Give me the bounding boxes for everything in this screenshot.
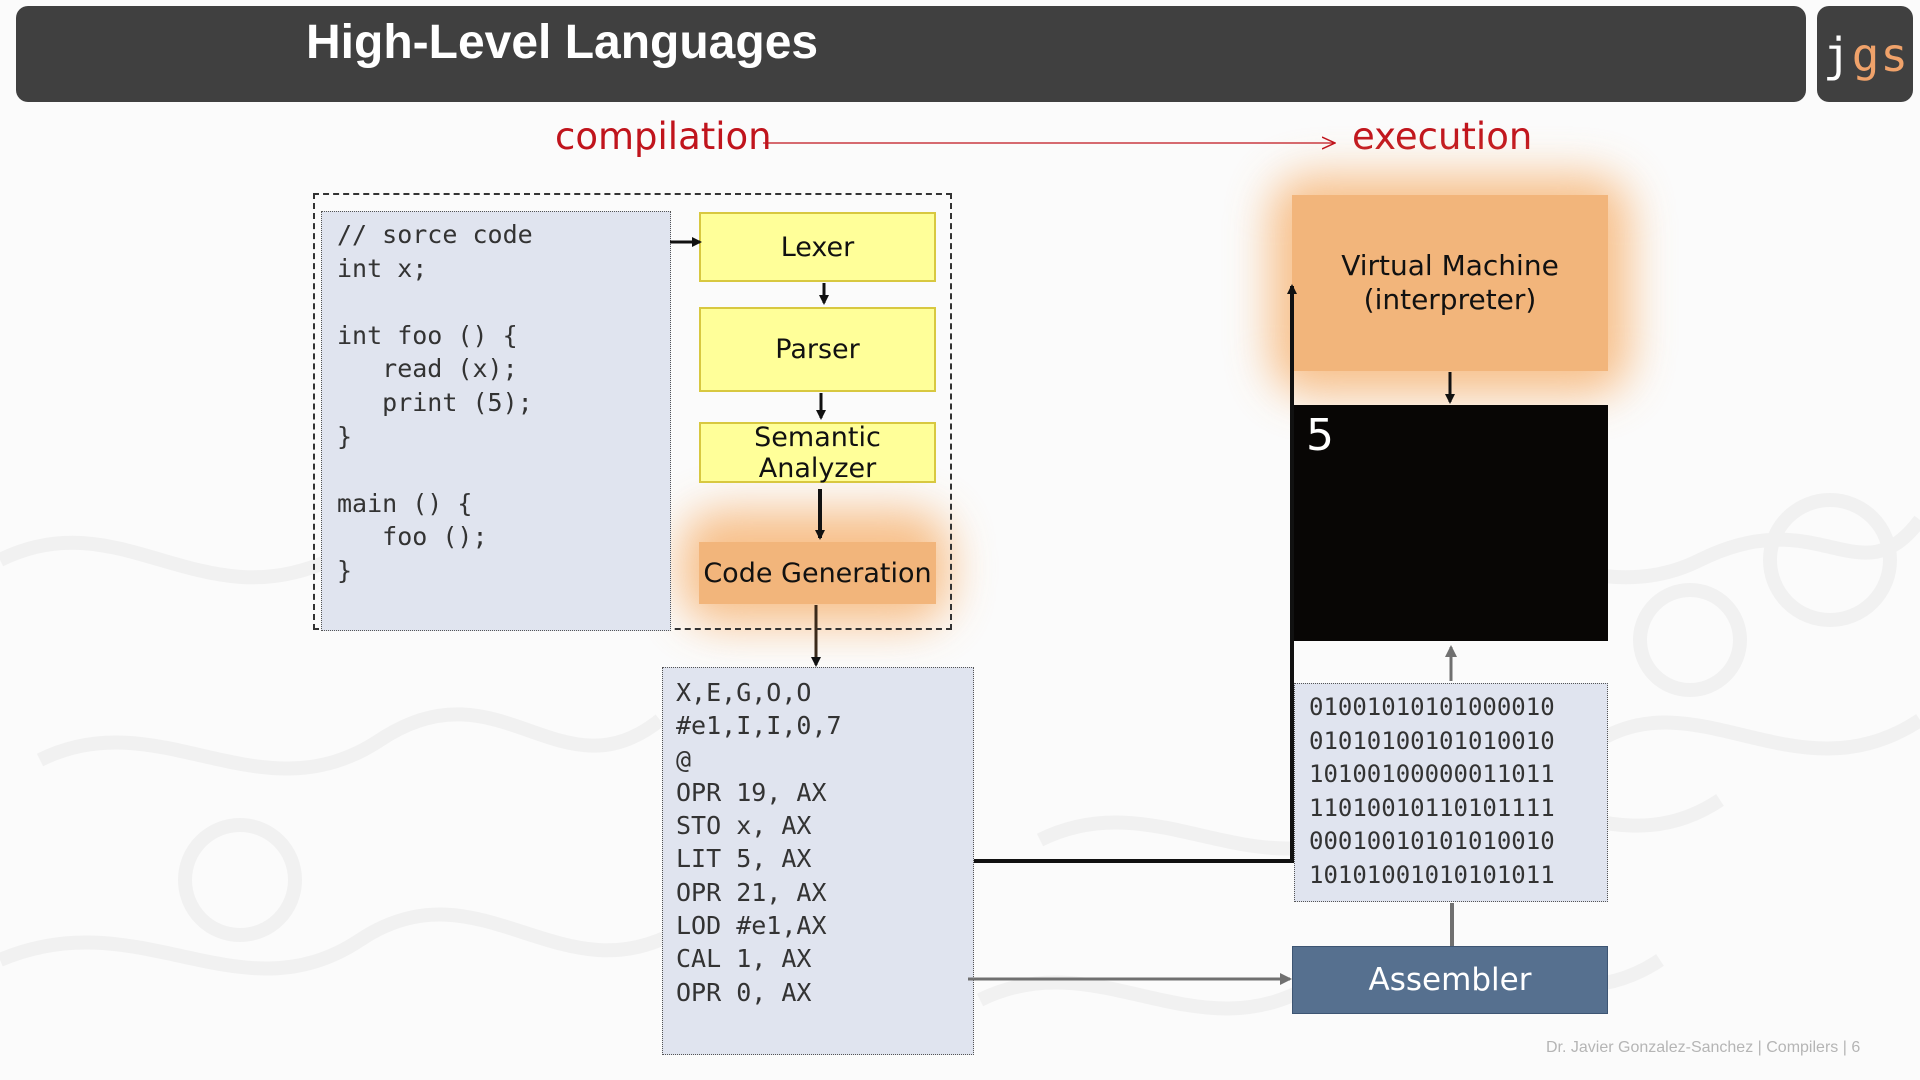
- vm-label-line2: (interpreter): [1363, 283, 1537, 316]
- logo-gs: gs: [1851, 28, 1910, 82]
- intermediate-code-line: LIT 5, AX: [676, 844, 812, 874]
- source-code-line: int foo () {: [337, 320, 518, 350]
- logo-j: j: [1823, 28, 1852, 82]
- assembler-block: Assembler: [1292, 946, 1608, 1014]
- intermediate-code-line: OPR 19, AX: [676, 777, 827, 807]
- intermediate-code-line: CAL 1, AX: [676, 944, 812, 974]
- intermediate-code-line: STO x, AX: [676, 811, 812, 841]
- intermediate-code-line: LOD #e1,AX: [676, 911, 827, 941]
- slide-title: High-Level Languages: [306, 16, 819, 69]
- source-code-line: foo ();: [337, 522, 488, 552]
- logo: jgs: [1817, 6, 1913, 102]
- logo-text: jgs: [1823, 28, 1909, 82]
- source-code-line: }: [337, 555, 353, 585]
- lexer-block: Lexer: [699, 212, 936, 282]
- screen-output-text: 5: [1306, 410, 1334, 461]
- intermediate-code-line: OPR 21, AX: [676, 877, 827, 907]
- output-screen: [1292, 405, 1608, 641]
- virtual-machine-block: Virtual Machine (interpreter): [1292, 195, 1608, 371]
- intermediate-code-line: OPR 0, AX: [676, 977, 812, 1007]
- intermediate-code-line: #e1,I,I,0,7: [676, 711, 842, 741]
- source-code-line: print (5);: [337, 387, 533, 417]
- footer-credit: Dr. Javier Gonzalez-Sanchez | Compilers …: [1546, 1039, 1861, 1056]
- phase-execution-label: execution: [1352, 115, 1533, 158]
- binary-code-line: 10101001010101011: [1309, 860, 1555, 889]
- intermediate-code-panel: X,E,G,O,O #e1,I,I,0,7@OPR 19, AX STO x, AX…: [662, 667, 974, 1055]
- source-code-line: // sorce code: [337, 220, 533, 249]
- source-code-lines: // sorce code int x; int foo () { read (x…: [337, 218, 533, 588]
- intermediate-code-lines: X,E,G,O,O #e1,I,I,0,7@OPR 19, AX STO x, AX…: [676, 676, 842, 1009]
- source-code-line: int x;: [337, 253, 428, 283]
- intermediate-code-line: @: [676, 744, 692, 774]
- binary-code-line: 01001010101000010: [1309, 693, 1555, 721]
- binary-code-line: 11010010110101111: [1309, 793, 1555, 822]
- vm-label-line1: Virtual Machine: [1341, 249, 1559, 282]
- source-code-line: [337, 453, 533, 487]
- phase-compilation-label: compilation: [555, 115, 772, 158]
- binary-code-line: 10100100000011011: [1309, 760, 1555, 789]
- source-code-line: }: [337, 421, 353, 451]
- source-code-panel: // sorce code int x; int foo () { read (x…: [321, 211, 671, 631]
- source-code-line: [337, 285, 533, 319]
- binary-code-line: 01010100101010010: [1309, 726, 1555, 755]
- binary-code-line: 00010010101010010: [1309, 827, 1555, 856]
- code-generation-block: Code Generation: [699, 542, 936, 604]
- semantic-analyzer-block: Semantic Analyzer: [699, 422, 936, 484]
- source-code-line: main () {: [337, 488, 473, 518]
- intermediate-code-line: X,E,G,O,O: [676, 678, 812, 707]
- title-bar: [16, 6, 1806, 102]
- binary-code-panel: 01001010101000010 01010100101010010 101001…: [1294, 683, 1608, 902]
- binary-code-lines: 01001010101000010 01010100101010010 101001…: [1309, 691, 1555, 893]
- source-code-line: read (x);: [337, 354, 518, 384]
- parser-block: Parser: [699, 307, 936, 392]
